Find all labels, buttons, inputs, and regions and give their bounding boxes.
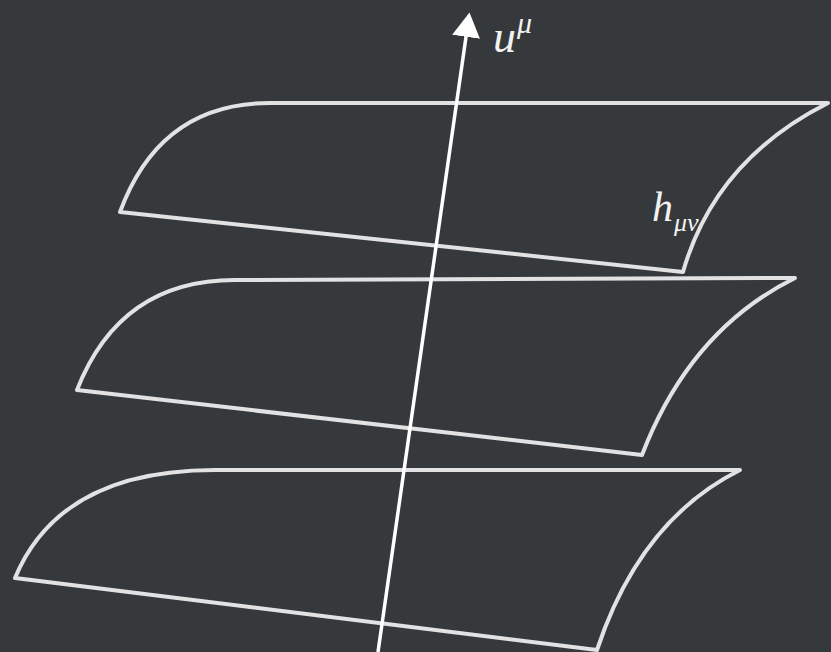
vector-symbol: u — [493, 14, 516, 60]
superscript-index: μ — [517, 8, 532, 38]
bottom-sheet — [15, 470, 740, 650]
normal-vector-arrow — [378, 16, 469, 652]
middle-sheet — [77, 278, 795, 455]
metric-symbol: h — [652, 186, 673, 228]
top-sheet — [120, 103, 828, 272]
subscript-indices: μν — [674, 210, 699, 236]
